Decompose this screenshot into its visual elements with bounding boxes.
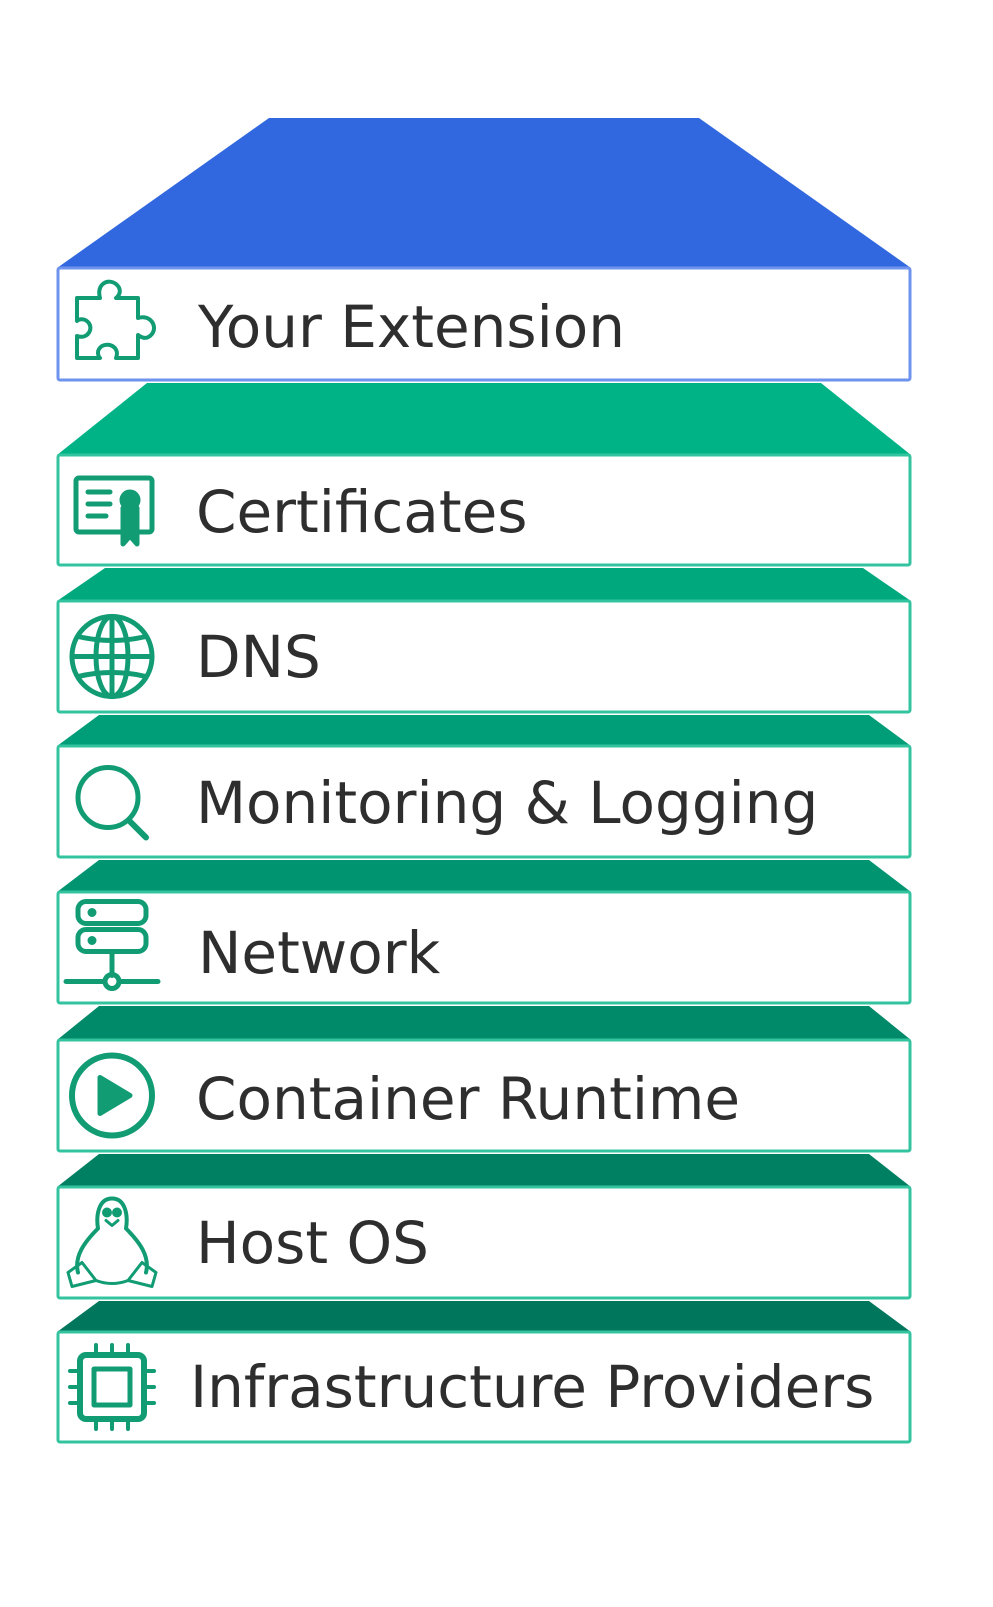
layer-your-extension: [56, 118, 912, 382]
layer-cap-host-os: [57, 1154, 911, 1187]
layer-label-your-extension: Your Extension: [198, 293, 625, 361]
layer-box-container-runtime: [56, 1038, 912, 1153]
chip-icon: [68, 1343, 156, 1431]
layer-box-host-os: [56, 1185, 912, 1300]
layer-network: [56, 860, 912, 1005]
layer-cap-network: [57, 860, 911, 892]
layer-box-dns: [56, 599, 912, 714]
layer-label-dns: DNS: [196, 623, 321, 691]
layer-cap-infrastructure-providers: [57, 1301, 911, 1332]
magnifier-icon: [75, 765, 149, 841]
layer-box-your-extension: [56, 266, 912, 382]
layer-box-certificates: [56, 453, 912, 567]
layer-box-network: [56, 890, 912, 1005]
layer-cap-certificates: [57, 383, 911, 455]
certificate-icon: [73, 475, 155, 547]
layer-label-host-os: Host OS: [196, 1209, 429, 1277]
layer-host-os: [56, 1154, 912, 1300]
layer-label-container-runtime: Container Runtime: [196, 1065, 741, 1133]
penguin-icon: [66, 1196, 158, 1288]
layer-container-runtime: [56, 1006, 912, 1153]
puzzle-icon: [75, 279, 157, 360]
layer-label-monitoring-logging: Monitoring & Logging: [196, 769, 819, 837]
server-network-icon: [63, 899, 161, 991]
layer-monitoring-logging: [56, 715, 912, 859]
layer-infrastructure-providers: [56, 1301, 912, 1444]
layer-cap-monitoring-logging: [57, 715, 911, 746]
layer-box-infrastructure-providers: [56, 1330, 912, 1444]
layer-label-infrastructure-providers: Infrastructure Providers: [190, 1353, 875, 1421]
layer-label-certificates: Certificates: [196, 478, 528, 546]
globe-icon: [69, 614, 155, 699]
layer-cap-dns: [57, 568, 911, 601]
play-circle-icon: [69, 1052, 155, 1139]
layer-box-monitoring-logging: [56, 744, 912, 859]
layer-cap-your-extension: [57, 118, 911, 268]
layer-certificates: [56, 383, 912, 567]
layer-cap-container-runtime: [57, 1006, 911, 1040]
layer-label-network: Network: [198, 919, 441, 987]
layer-dns: [56, 568, 912, 714]
